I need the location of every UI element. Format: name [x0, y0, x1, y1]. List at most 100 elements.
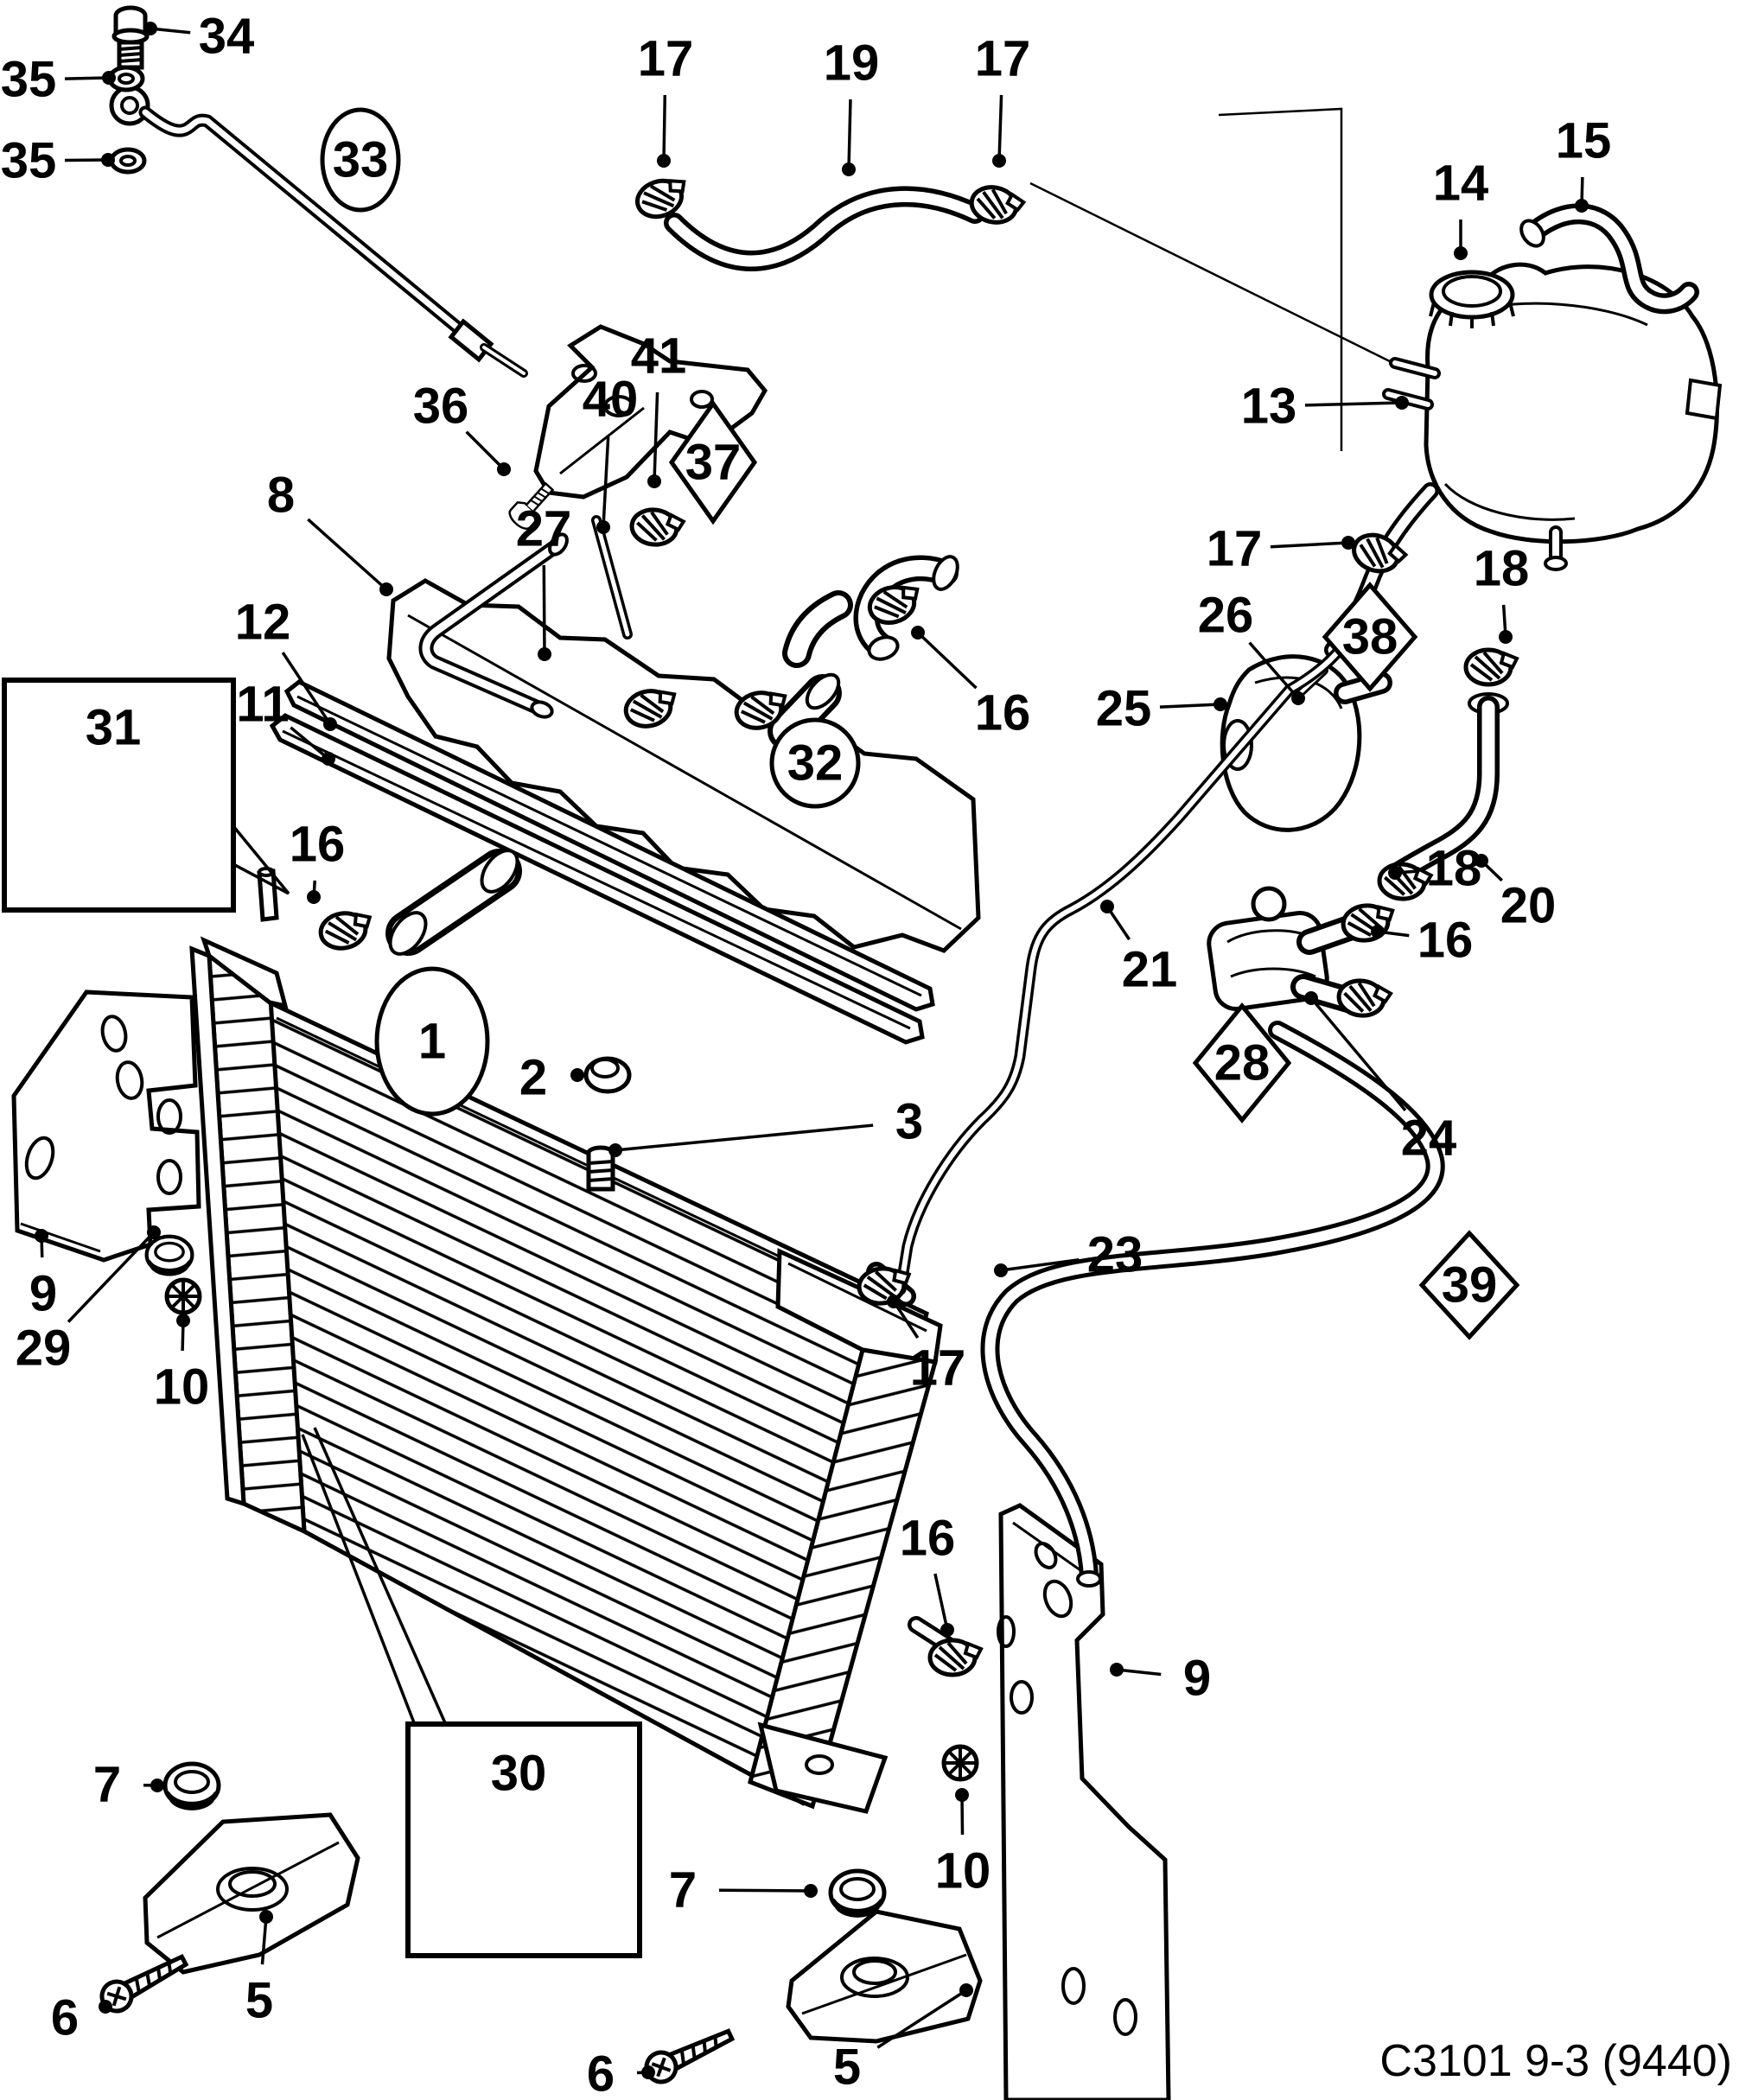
part-label-36-9: 36	[413, 379, 511, 476]
svg-text:31: 31	[86, 700, 142, 756]
svg-text:2: 2	[519, 1050, 547, 1106]
svg-text:10: 10	[935, 1843, 991, 1900]
expansion-tank-13	[1382, 262, 1723, 571]
svg-text:24: 24	[1401, 1110, 1457, 1167]
svg-text:39: 39	[1442, 1257, 1498, 1314]
part-label-12-14: 12	[235, 595, 337, 731]
part-label-17-17: 17	[1207, 521, 1355, 577]
bleed-hose-27	[418, 532, 569, 719]
mount-5-right	[786, 1909, 983, 2044]
svg-text:37: 37	[685, 435, 742, 491]
part-label-23-27: 23	[994, 1227, 1143, 1283]
screw-10-left	[167, 1280, 200, 1313]
svg-text:6: 6	[51, 1990, 79, 2046]
svg-text:16: 16	[900, 1511, 956, 1567]
svg-text:20: 20	[1500, 878, 1557, 934]
side-bracket-left-9	[11, 990, 201, 1263]
part-label-5-37: 5	[245, 1910, 273, 2029]
svg-text:16: 16	[975, 685, 1031, 741]
part-label-19-4: 19	[824, 35, 880, 176]
part-label-10-35: 10	[154, 1314, 210, 1416]
svg-text:15: 15	[1556, 113, 1612, 169]
svg-text:16: 16	[290, 817, 346, 873]
svg-text:32: 32	[787, 735, 844, 792]
screw-6-right	[641, 2021, 736, 2086]
svg-text:21: 21	[1122, 942, 1178, 998]
part-label-31-50: 31	[2, 678, 290, 913]
part-label-30-51: 30	[301, 1427, 642, 1958]
svg-text:38: 38	[1342, 609, 1398, 665]
part-label-25-20: 25	[1096, 681, 1227, 737]
part-label-39-49: 39	[1418, 1230, 1520, 1340]
heater-valve-24	[1207, 862, 1432, 1020]
svg-text:9: 9	[1183, 1651, 1211, 1707]
svg-text:17: 17	[975, 31, 1031, 87]
svg-text:19: 19	[824, 35, 880, 92]
heater-hose-23	[980, 1021, 1445, 1588]
part-label-7-36: 7	[93, 1757, 164, 1813]
part-label-18-19: 18	[1474, 541, 1529, 644]
part-label-21-25: 21	[1100, 900, 1177, 998]
part-label-5-41: 5	[833, 1983, 973, 2096]
drain-plug-2	[583, 1056, 632, 1094]
part-label-33-45: 33	[320, 107, 401, 213]
grommet-7-right	[831, 1871, 884, 1916]
svg-text:9: 9	[29, 1266, 57, 1322]
svg-text:35: 35	[1, 133, 57, 189]
drain-plug-3	[586, 1145, 615, 1192]
svg-text:12: 12	[235, 595, 291, 651]
svg-text:28: 28	[1214, 1035, 1271, 1091]
banjo-bolt-34	[111, 5, 150, 70]
screw-10-right	[944, 1747, 977, 1779]
part-label-13-8: 13	[1241, 379, 1409, 435]
svg-text:36: 36	[413, 379, 469, 435]
oil-cooler-pipe-33	[109, 85, 528, 378]
svg-text:40: 40	[583, 372, 639, 428]
part-label-18-22: 18	[1388, 841, 1481, 897]
svg-text:33: 33	[333, 132, 389, 188]
side-bracket-right-9	[997, 1503, 1171, 2100]
grommet-7-left	[165, 1764, 219, 1809]
svg-text:16: 16	[1417, 913, 1474, 969]
svg-text:18: 18	[1426, 841, 1482, 897]
seal-strip-11	[269, 713, 925, 1045]
part-label-9-33: 9	[29, 1229, 57, 1322]
svg-text:23: 23	[1087, 1227, 1143, 1283]
svg-text:8: 8	[267, 468, 295, 524]
part-label-35-2: 35	[1, 133, 115, 189]
svg-text:17: 17	[638, 31, 694, 87]
svg-text:13: 13	[1241, 379, 1297, 435]
part-label-16-21: 16	[911, 626, 1030, 741]
svg-text:10: 10	[154, 1359, 210, 1416]
part-label-41-11: 41	[631, 328, 686, 488]
svg-text:25: 25	[1096, 681, 1152, 737]
clamp-16-bottom	[930, 1640, 981, 1675]
svg-text:17: 17	[910, 1340, 966, 1397]
svg-text:5: 5	[245, 1973, 273, 2029]
svg-text:1: 1	[418, 1014, 446, 1070]
clamp-41	[630, 507, 685, 547]
svg-text:7: 7	[669, 1862, 697, 1919]
svg-text:5: 5	[833, 2040, 861, 2096]
diagram-code: C3101 9-3 (9440)	[1379, 2036, 1732, 2086]
part-label-16-24: 16	[1371, 913, 1473, 969]
upper-mount-panel-8	[386, 578, 981, 953]
mount-5-left	[143, 1812, 360, 1975]
tank-hose-15	[1519, 203, 1699, 315]
part-label-3-29: 3	[608, 1094, 923, 1157]
part-label-7-39: 7	[669, 1862, 818, 1919]
part-label-6-38: 6	[51, 1990, 112, 2046]
part-label-37-46: 37	[668, 399, 758, 525]
part-label-29-34: 29	[16, 1225, 161, 1377]
svg-text:7: 7	[93, 1757, 121, 1813]
svg-text:34: 34	[199, 9, 255, 65]
svg-text:30: 30	[491, 1746, 547, 1802]
construction-lines	[1029, 107, 1408, 451]
grommet-29	[147, 1237, 193, 1275]
part-label-17-5: 17	[975, 31, 1031, 168]
svg-text:27: 27	[516, 501, 572, 557]
part-label-27-13: 27	[516, 501, 572, 661]
seal-strip-12	[283, 679, 935, 1012]
